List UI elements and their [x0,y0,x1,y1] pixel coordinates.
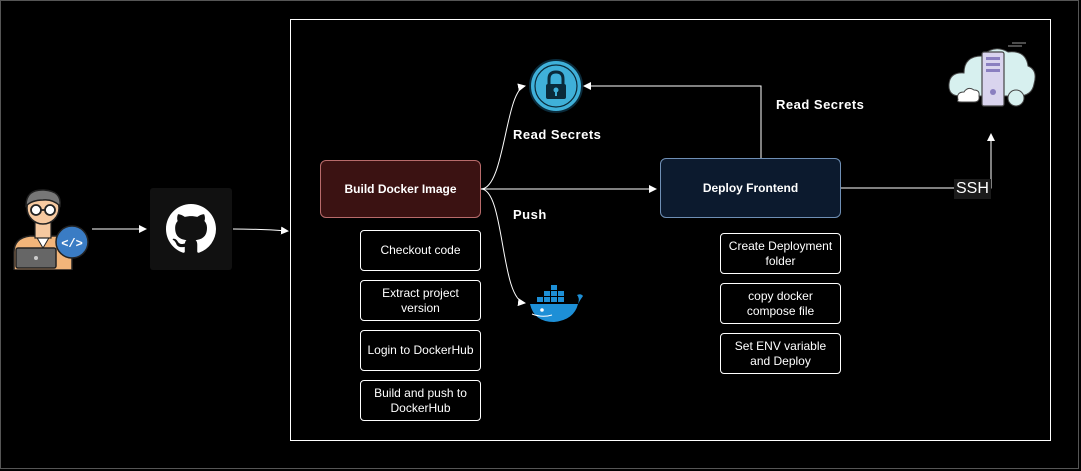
step-copy-docker-compose: copy docker compose file [720,283,841,324]
build-docker-image-node: Build Docker Image [320,160,481,218]
lock-icon [529,59,583,113]
step-create-deployment-folder: Create Deployment folder [720,233,841,274]
developer-icon: </> [13,189,89,270]
arrow-github-to-pipeline [232,226,289,235]
edge-label-read-secrets-deploy: Read Secrets [776,97,865,112]
github-icon [166,204,216,253]
arrow-deploy-to-server [841,133,995,189]
step-checkout-code: Checkout code [360,230,481,271]
step-build-and-push: Build and push to DockerHub [360,380,481,421]
step-login-dockerhub: Login to DockerHub [360,330,481,371]
edge-label-read-secrets-build: Read Secrets [513,127,602,142]
arrow-deploy-to-lock [583,82,762,158]
docker-icon [530,285,583,322]
step-extract-project-version: Extract project version [360,280,481,321]
step-set-env-and-deploy: Set ENV variable and Deploy [720,333,841,374]
svg-text:</>: </> [61,237,83,251]
github-node [150,188,232,270]
edge-label-push: Push [513,207,547,222]
edge-label-ssh: SSH [954,179,991,199]
arrow-build-to-lock [480,83,526,190]
cloud-server-icon [948,42,1036,107]
arrow-build-to-docker [480,188,526,307]
deploy-frontend-node: Deploy Frontend [660,158,841,218]
pipeline-frame [290,19,1051,441]
